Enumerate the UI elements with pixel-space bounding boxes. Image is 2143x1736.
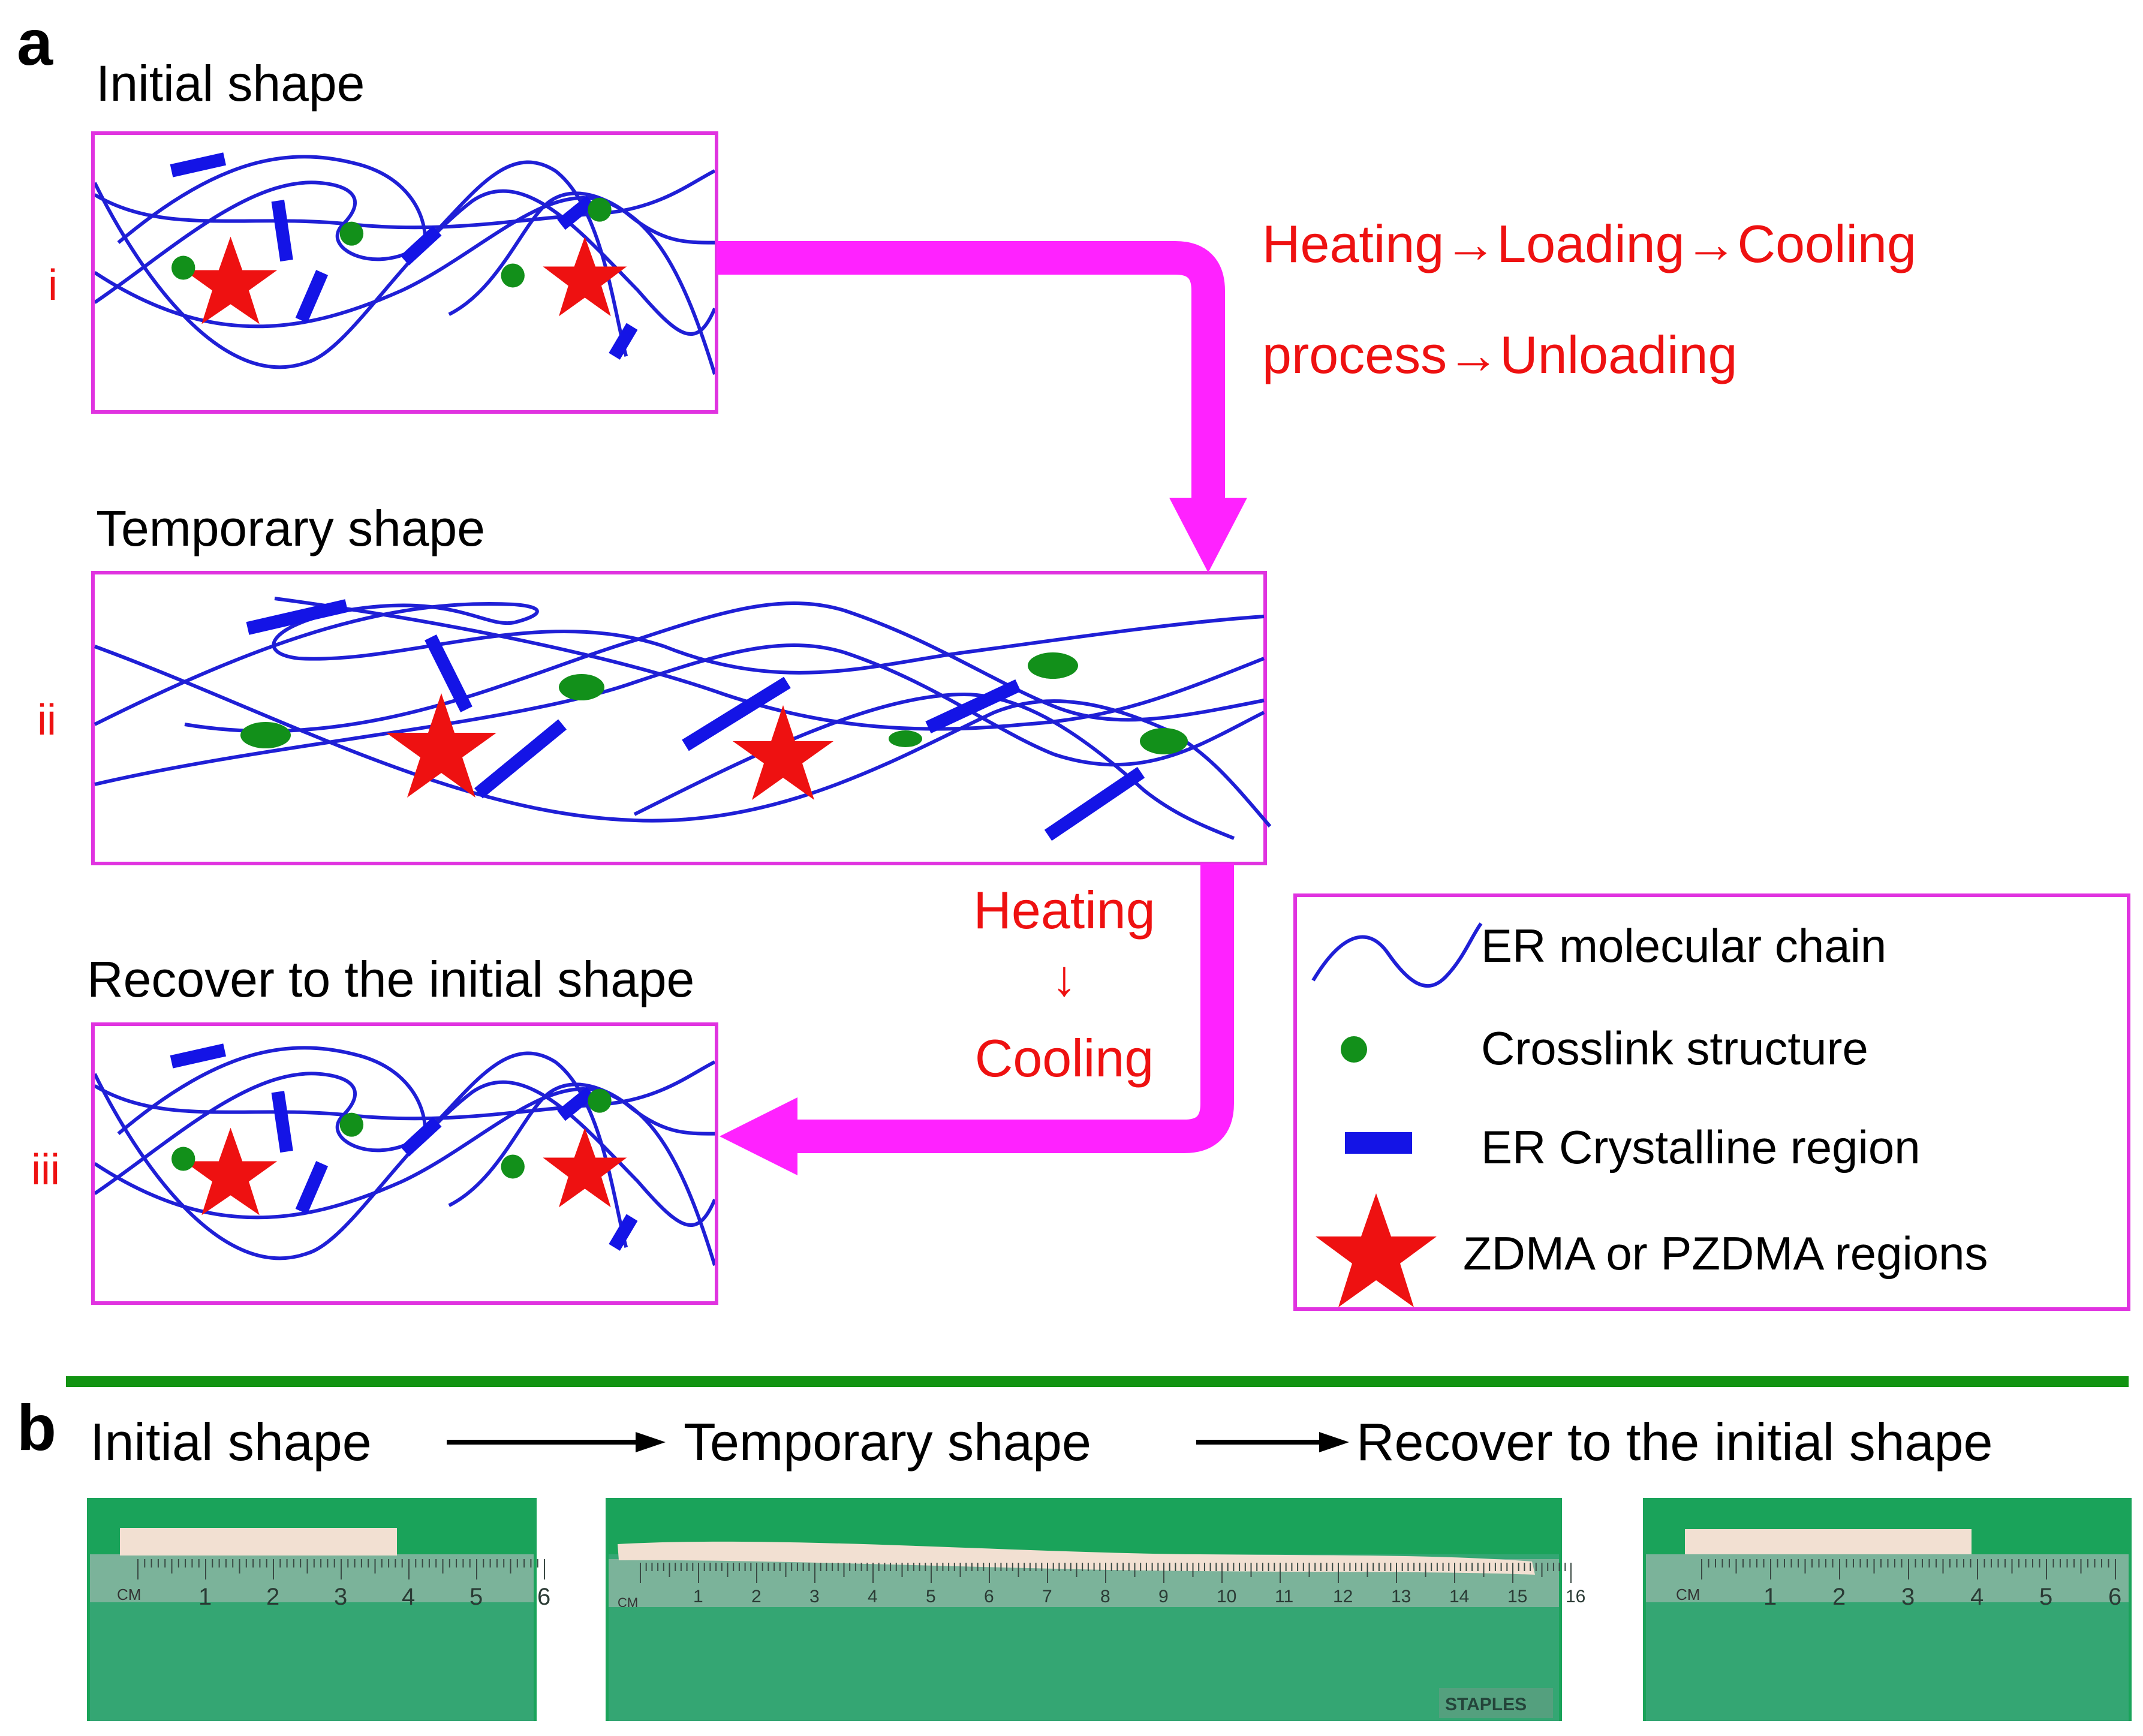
ruler-ticks-initial: 1 2 3 4 5 6 [137, 1559, 550, 1610]
ruler-temporary-label: 12 [1333, 1587, 1353, 1606]
section-divider [66, 1376, 2129, 1387]
row-label-ii: ii [37, 696, 56, 744]
legend-crosslink-label: Crosslink structure [1481, 1022, 1868, 1075]
ruler-recovered-label: 5 [2039, 1584, 2052, 1610]
panel-b-letter: b [17, 1391, 56, 1464]
legend-chain-swatch [1311, 922, 1483, 988]
ruler-ticks-recovered: 1 2 3 4 5 6 [1701, 1559, 2121, 1610]
ruler-temporary-label: 14 [1449, 1587, 1469, 1606]
row-label-i: i [48, 261, 58, 309]
ruler-temporary-label: 13 [1391, 1587, 1411, 1606]
network-box-recovered [91, 1022, 718, 1305]
ruler-unit-recovered: CM [1676, 1585, 1700, 1603]
ruler-temporary-label: 2 [751, 1587, 762, 1606]
ruler-initial-label: 4 [402, 1584, 415, 1610]
ruler-unit-initial: CM [117, 1585, 141, 1603]
ruler-recovered-label: 2 [1832, 1584, 1846, 1610]
ruler-initial-label: 2 [266, 1584, 279, 1610]
legend-crystalline-label: ER Crystalline region [1481, 1121, 1921, 1174]
ruler-temporary-label: 5 [926, 1587, 936, 1606]
ruler-temporary-label: 6 [984, 1587, 994, 1606]
ruler-temporary-label: 8 [1100, 1587, 1110, 1606]
b-label-recovered: Recover to the initial shape [1356, 1412, 1993, 1472]
ruler-temporary-label: 7 [1042, 1587, 1052, 1606]
ruler-recovered-label: 6 [2108, 1584, 2121, 1610]
ruler-temporary-label: 15 [1507, 1587, 1527, 1606]
b-arrow-2 [1196, 1432, 1349, 1452]
ruler-temporary-label: 11 [1275, 1587, 1293, 1606]
legend: ER molecular chain Crosslink structure E… [1293, 893, 2130, 1311]
b-arrow-1 [447, 1432, 666, 1452]
process-bottom-line1: Heating [973, 880, 1155, 940]
arrow-initial-to-temporary [717, 241, 1247, 573]
legend-crosslink-swatch [1341, 1036, 1367, 1063]
ruler-initial-label: 1 [198, 1584, 212, 1610]
ruler-temporary-label: 1 [693, 1587, 703, 1606]
b-label-initial: Initial shape [90, 1412, 372, 1472]
photo-recovered: CM [1643, 1498, 2132, 1721]
ruler-temporary-label: 16 [1566, 1587, 1585, 1606]
ruler-initial-label: 5 [469, 1584, 483, 1610]
photo-temporary: CM STAPLES [606, 1498, 1562, 1721]
legend-chain-label: ER molecular chain [1481, 919, 1886, 972]
photo-initial: CM [87, 1498, 537, 1721]
title-recovered-shape: Recover to the initial shape [87, 951, 694, 1007]
network-box-initial [91, 131, 718, 414]
ruler-temporary-label: 3 [809, 1587, 820, 1606]
ruler-temporary-label: 10 [1217, 1587, 1236, 1606]
ruler-initial-label: 3 [334, 1584, 347, 1610]
arrow-temporary-to-recovered [720, 864, 1234, 1175]
title-initial-shape: Initial shape [96, 55, 365, 112]
ruler-brand: STAPLES [1445, 1695, 1527, 1714]
sample-strip-recovered [1685, 1529, 1972, 1554]
ruler-temporary-label: 4 [868, 1587, 878, 1606]
title-temporary-shape: Temporary shape [96, 500, 485, 556]
process-top-line1: Heating→Loading→Cooling [1262, 214, 1916, 273]
ruler-recovered-label: 1 [1763, 1584, 1777, 1610]
network-box-temporary [91, 571, 1272, 865]
ruler-recovered-label: 4 [1970, 1584, 1984, 1610]
legend-zdma-label: ZDMA or PZDMA regions [1463, 1227, 1988, 1280]
row-label-iii: iii [31, 1146, 60, 1194]
legend-zdma-swatch [1316, 1193, 1437, 1307]
ruler-unit-temporary: CM [618, 1595, 638, 1610]
sample-strip-temporary [618, 1541, 1535, 1575]
sample-strip-initial [120, 1528, 397, 1556]
panel-a-letter: a [17, 6, 53, 79]
process-top-line2: process→Unloading [1262, 325, 1737, 384]
ruler-recovered-label: 3 [1901, 1584, 1915, 1610]
process-bottom-arrow: ↓ [1052, 950, 1077, 1006]
ruler-initial-label: 6 [537, 1584, 550, 1610]
b-label-temporary: Temporary shape [684, 1412, 1091, 1472]
legend-crystalline-swatch [1345, 1132, 1412, 1154]
process-bottom-line2: Cooling [975, 1028, 1154, 1088]
ruler-temporary-label: 9 [1158, 1587, 1169, 1606]
